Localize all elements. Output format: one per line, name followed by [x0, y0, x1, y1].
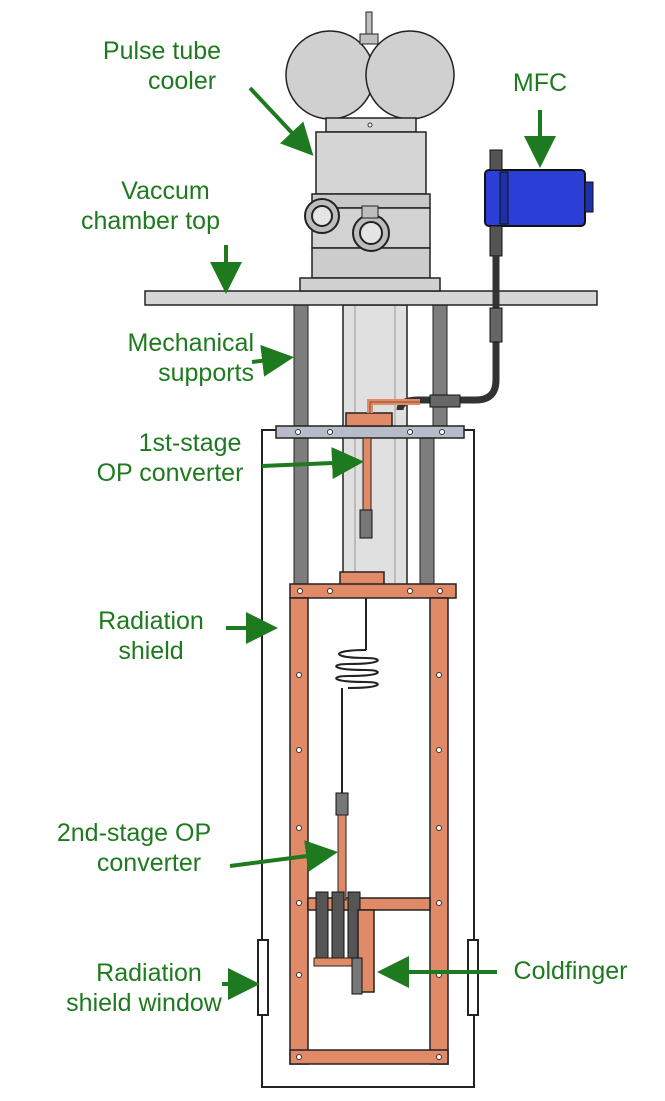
first-stage-plate: [275, 425, 465, 439]
support-post-left-upper: [293, 304, 309, 428]
label-radiation-shield: Radiation shield: [98, 607, 204, 665]
label-second-stage-op-converter: 2nd-stage OP converter: [56, 819, 212, 877]
label-coldfinger: Coldfinger: [513, 957, 628, 985]
label-first-stage-op-converter: 1st-stage OP converter: [96, 429, 244, 487]
label-pulse-tube-cooler: Pulse tube cooler: [102, 37, 222, 95]
pt-body: [315, 131, 427, 195]
radiation-shield-top: [289, 583, 457, 599]
pulse-tube-column: [342, 304, 408, 588]
arrow-first-stage: [261, 447, 364, 480]
label-vacuum-chamber-top: Vaccum chamber top: [81, 177, 220, 235]
support-post-right-lower: [419, 436, 435, 588]
arrow-mech-supports: [251, 344, 294, 377]
label-radiation-shield-window: Radiation shield window: [66, 959, 222, 1017]
support-post-left-lower: [293, 436, 309, 588]
window-flange-right: [467, 939, 479, 1016]
support-post-right-upper: [432, 304, 448, 428]
first-stage-op-converter: [345, 412, 393, 427]
label-mechanical-supports: Mechanical supports: [127, 329, 254, 387]
window-flange-left: [257, 939, 269, 1016]
arrow-second-stage: [229, 840, 338, 872]
heat-exchanger-coil: [335, 649, 379, 689]
label-mfc: MFC: [512, 69, 568, 97]
radiation-shield-bottom: [289, 1049, 449, 1065]
valve-assembly: [313, 891, 363, 967]
arrow-pulse-tube: [248, 86, 314, 156]
pt-motor-right: [365, 30, 455, 120]
second-stage-op-converter: [337, 814, 347, 901]
vacuum-chamber-top-plate: [144, 290, 598, 306]
